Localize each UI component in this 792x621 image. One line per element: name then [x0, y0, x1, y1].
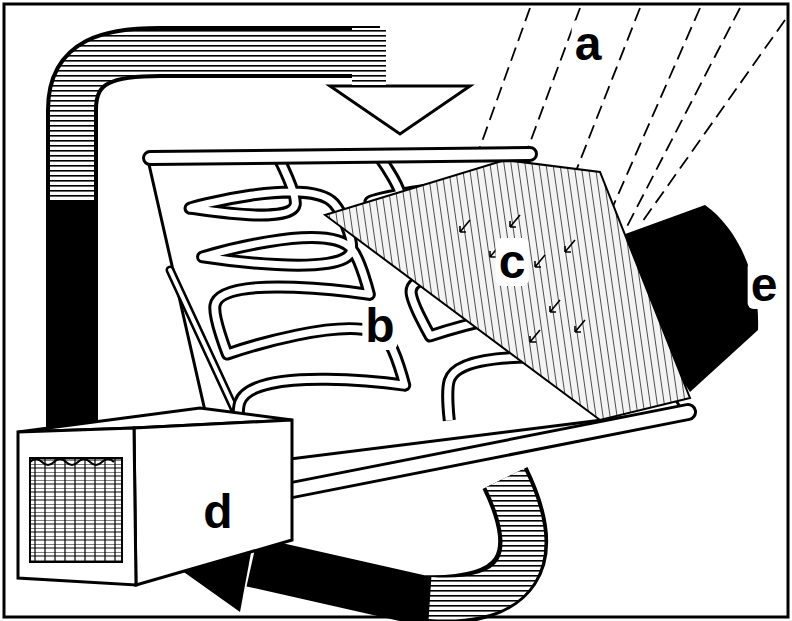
glass-cover: [320, 150, 738, 430]
glass-cover: [325, 160, 690, 420]
glass-hatch: [635, 150, 675, 430]
part-letter: c: [496, 238, 529, 286]
reflected-ray: [530, 330, 540, 342]
glass-hatch: [362, 150, 402, 430]
glass-hatch: [320, 150, 360, 430]
tank-end: [18, 428, 136, 585]
glass-hatch: [334, 150, 374, 430]
bottom-header-pipe: [292, 412, 688, 490]
part-letter: e: [748, 261, 781, 309]
reflected-ray: [550, 300, 560, 312]
glass-hatch: [670, 150, 710, 430]
glass-hatch: [663, 150, 703, 430]
glass-hatch: [348, 150, 388, 430]
flow-band-stripes: [430, 478, 523, 599]
glass-hatch: [656, 150, 696, 430]
top-header-pipe: [150, 154, 530, 158]
water-surface: [30, 459, 114, 465]
top-header-pipe: [150, 154, 530, 158]
part-letter: d: [200, 488, 235, 536]
frame: [4, 4, 788, 617]
glass-hatch: [649, 150, 689, 430]
glass-hatch: [677, 150, 717, 430]
leader-line: [712, 284, 750, 290]
reflected-ray: [565, 240, 575, 252]
glass-hatch: [341, 150, 381, 430]
glass-hatch: [327, 150, 367, 430]
reflected-ray: [535, 255, 545, 267]
reflected-ray: [575, 320, 585, 332]
flow-band-stripes: [352, 28, 386, 86]
bottom-header-pipe: [292, 412, 688, 490]
flow-arrowhead: [330, 86, 470, 134]
glass-hatch: [355, 150, 395, 430]
reflected-ray: [510, 215, 520, 227]
tank-side: [134, 420, 292, 585]
tank-grille: [30, 458, 122, 562]
reflected-ray: [460, 220, 470, 232]
part-letter: b: [362, 302, 397, 350]
glass-hatch: [621, 150, 661, 430]
glass-hatch: [691, 150, 731, 430]
glass-outline: [325, 160, 690, 420]
part-letter: a: [572, 20, 605, 68]
